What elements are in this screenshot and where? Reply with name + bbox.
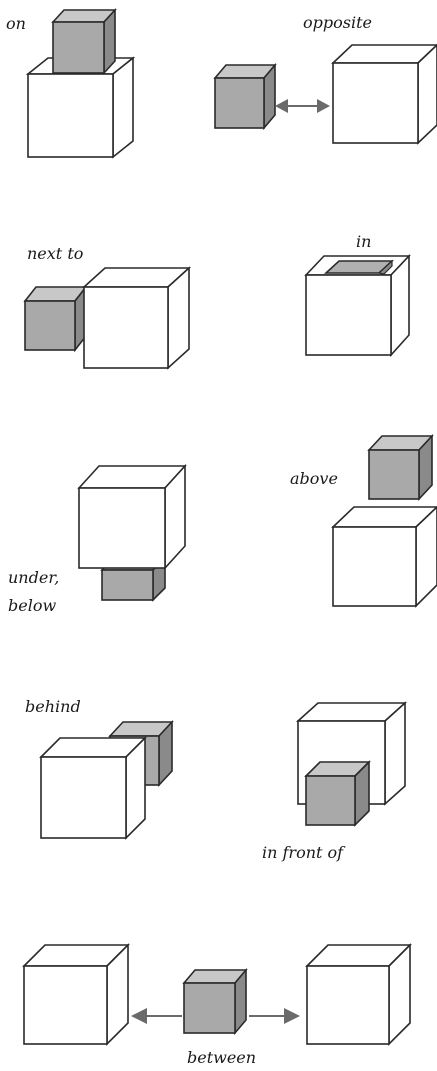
gray-cube bbox=[369, 436, 432, 499]
white-cube bbox=[333, 45, 437, 143]
in-illustration: in bbox=[306, 232, 409, 355]
double-arrow bbox=[275, 99, 330, 113]
white-cube bbox=[41, 738, 145, 838]
label-behind: behind bbox=[25, 697, 81, 716]
in-front-of-illustration: in front of bbox=[262, 703, 405, 862]
gray-cube bbox=[306, 762, 369, 825]
label-below: below bbox=[8, 596, 56, 615]
label-next-to: next to bbox=[27, 244, 83, 263]
white-cube bbox=[84, 268, 189, 368]
gray-cube bbox=[184, 970, 246, 1033]
label-under: under, bbox=[8, 568, 59, 587]
white-cube bbox=[79, 466, 185, 568]
arrow-right bbox=[249, 1008, 300, 1024]
behind-illustration: behind bbox=[25, 697, 172, 838]
above-illustration: above bbox=[290, 436, 437, 606]
gray-cube bbox=[53, 10, 115, 73]
white-cube bbox=[333, 507, 437, 606]
label-on: on bbox=[6, 14, 26, 33]
under-below-illustration: under, below bbox=[8, 466, 185, 615]
between-illustration: between bbox=[24, 945, 410, 1067]
gray-cube-inside bbox=[326, 261, 392, 274]
gray-cube bbox=[215, 65, 275, 128]
label-opposite: opposite bbox=[303, 13, 372, 32]
opposite-illustration: opposite bbox=[215, 13, 437, 143]
next-to-illustration: next to bbox=[25, 244, 189, 368]
label-above: above bbox=[290, 469, 338, 488]
arrow-left bbox=[131, 1008, 182, 1024]
white-cube-right bbox=[307, 945, 410, 1044]
on-illustration: on bbox=[6, 10, 133, 157]
label-between: between bbox=[187, 1048, 256, 1067]
gray-cube bbox=[25, 287, 86, 350]
label-in: in bbox=[356, 232, 371, 251]
white-cube-left bbox=[24, 945, 128, 1044]
label-in-front-of: in front of bbox=[262, 843, 346, 862]
